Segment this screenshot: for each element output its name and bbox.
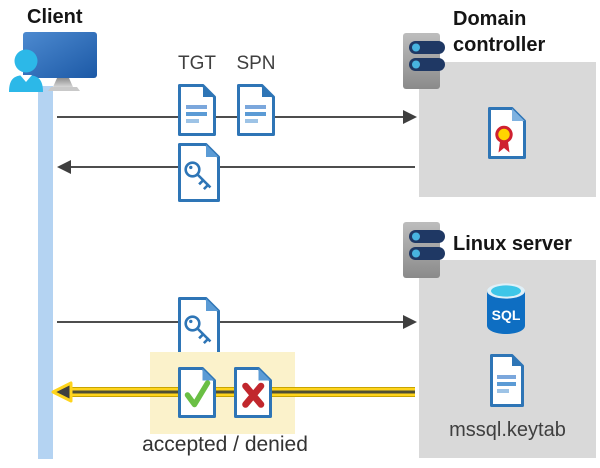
keytab-document-icon [490,354,524,407]
arrow-service-ticket-request [57,321,404,323]
arrowhead-left-icon [57,160,71,174]
tgt-document-icon [178,84,216,136]
arrow-tgt-response [70,166,415,168]
arrowhead-right-icon [403,110,417,124]
sql-badge-label: SQL [492,307,521,323]
spn-document-icon [237,84,275,136]
domain-controller-server-icon [403,33,445,89]
arrowhead-right-icon [403,315,417,329]
arrow-tgt-spn-request [57,116,404,118]
spn-label: SPN [236,53,276,74]
client-lifeline [38,86,53,459]
yellow-arrowhead-left-icon [51,381,73,403]
client-label: Client [27,6,83,28]
key-document-icon [178,297,220,356]
linux-server-icon [403,222,445,278]
linux-server-title: Linux server [453,233,572,255]
denied-document-icon [234,367,272,418]
certificate-document-icon [488,107,526,159]
result-label: accepted / denied [142,433,308,456]
key-document-icon [178,143,220,202]
tgt-label: TGT [178,53,216,74]
user-workstation-icon [9,32,97,92]
sql-database-icon: SQL [487,283,525,334]
keytab-label: mssql.keytab [449,419,566,441]
domain-controller-title: Domain controller [453,8,546,56]
accepted-document-icon [178,367,216,418]
